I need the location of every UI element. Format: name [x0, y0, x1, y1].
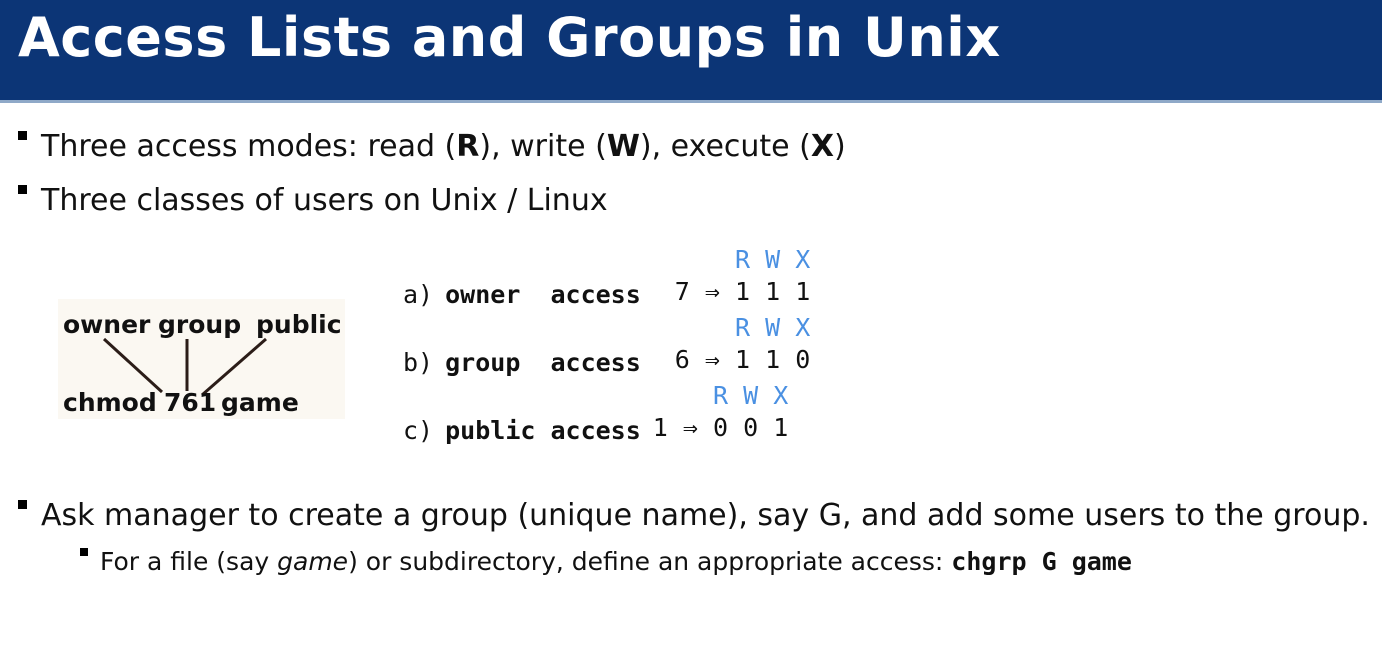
bullet-file-access: For a file (say game) or subdirectory, d…	[80, 548, 1132, 575]
rwx-header-group: R W X	[734, 313, 811, 342]
access-row-owner-right: R W X 7 ⇒ 1 1 1	[675, 245, 810, 315]
slide-title-bar: Access Lists and Groups in Unix	[0, 0, 1382, 100]
diagram-command-octal: 761	[164, 388, 216, 417]
access-row-owner: a) owner access R W X 7 ⇒ 1 1 1	[403, 245, 810, 315]
access-row-public-tag: c)	[403, 416, 434, 445]
bullet-square-icon	[18, 131, 27, 140]
modes-mid1: ), write (	[479, 129, 607, 164]
file-name-italic: game	[277, 547, 349, 576]
file-lead: For a file (say	[100, 547, 278, 576]
diagram-label-public: public	[256, 310, 342, 339]
access-row-public: c) public access R W X 1 ⇒ 0 0 1	[403, 381, 810, 451]
bullet-square-icon	[18, 185, 27, 194]
access-row-owner-left: a) owner access	[403, 280, 641, 315]
owner-connector-line	[102, 337, 164, 394]
bullet-user-classes-text: Three classes of users on Unix / Linux	[41, 183, 608, 218]
chmod-diagram-svg: owner group public chmod 761 game	[58, 299, 345, 419]
public-connector-line	[201, 337, 267, 397]
modes-lead: Three access modes: read (	[41, 129, 457, 164]
page-title: Access Lists and Groups in Unix	[18, 6, 1001, 69]
access-row-public-label: public access	[445, 416, 641, 445]
diagram-label-group: group	[158, 310, 241, 339]
diagram-command-file: game	[221, 388, 299, 417]
access-row-owner-label: owner access	[445, 280, 641, 309]
diagram-command-chmod: chmod	[63, 388, 157, 417]
rwx-header-owner: R W X	[734, 245, 811, 274]
mode-execute-letter: X	[810, 129, 835, 164]
bullet-access-modes-text: Three access modes: read (R), write (W),…	[41, 131, 846, 163]
access-row-owner-bits: 7 ⇒ 1 1 1	[674, 277, 811, 306]
mode-write-letter: W	[606, 129, 640, 164]
access-row-public-left: c) public access	[403, 416, 641, 451]
file-mid: ) or subdirectory, define an appropriate…	[348, 547, 952, 576]
title-divider	[0, 100, 1382, 103]
diagram-background	[58, 299, 345, 419]
mode-read-letter: R	[456, 129, 480, 164]
access-row-group-right: R W X 6 ⇒ 1 1 0	[675, 313, 810, 383]
chmod-diagram-image: owner group public chmod 761 game	[58, 299, 345, 419]
bullet-create-group-text: Ask manager to create a group (unique na…	[41, 498, 1370, 533]
access-row-group-label: group access	[445, 348, 641, 377]
rwx-header-public: R W X	[712, 381, 789, 410]
access-row-owner-tag: a)	[403, 280, 434, 309]
modes-tail: )	[834, 129, 846, 164]
bullet-square-icon	[18, 500, 27, 509]
diagram-label-owner: owner	[63, 310, 151, 339]
bullet-square-icon	[80, 548, 88, 556]
bullet-access-modes: Three access modes: read (R), write (W),…	[18, 131, 846, 163]
modes-mid2: ), execute (	[639, 129, 811, 164]
access-breakdown-table: a) owner access R W X 7 ⇒ 1 1 1 b) group…	[403, 245, 810, 451]
bullet-create-group: Ask manager to create a group (unique na…	[18, 500, 1370, 532]
access-row-public-bits: 1 ⇒ 0 0 1	[652, 413, 789, 442]
access-row-group-left: b) group access	[403, 348, 641, 383]
access-row-group: b) group access R W X 6 ⇒ 1 1 0	[403, 313, 810, 383]
bullet-file-access-text: For a file (say game) or subdirectory, d…	[100, 548, 1132, 575]
access-row-group-bits: 6 ⇒ 1 1 0	[674, 345, 811, 374]
access-row-group-tag: b)	[403, 348, 434, 377]
bullet-user-classes: Three classes of users on Unix / Linux	[18, 185, 608, 217]
chgrp-command: chgrp G game	[951, 547, 1132, 576]
access-row-public-right: R W X 1 ⇒ 0 0 1	[653, 381, 788, 451]
